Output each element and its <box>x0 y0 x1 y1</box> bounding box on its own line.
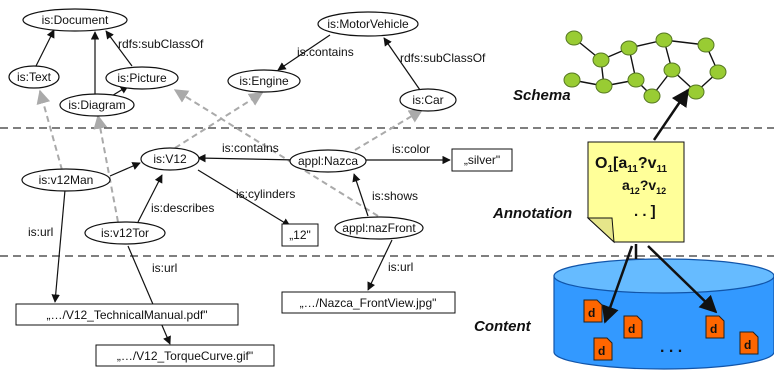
edge-picture-document <box>105 30 133 67</box>
edge-label-cylinders: is:cylinders <box>236 187 295 201</box>
node-document-shape <box>22 8 128 32</box>
svg-text:d: d <box>598 344 605 358</box>
literal-silver-box <box>451 148 513 172</box>
content-documents: d d d d d . . . <box>583 299 759 361</box>
schema-node <box>565 30 583 46</box>
node-engine-shape <box>227 69 301 93</box>
node-picture-shape <box>105 66 179 90</box>
edge-label-shows: is:shows <box>372 189 418 203</box>
schema-node <box>627 72 645 88</box>
node-text-shape <box>8 65 60 89</box>
node-v12: is:V12 <box>153 152 187 166</box>
layer-label-schema: Schema <box>513 87 571 104</box>
literal-torque-box <box>95 344 275 367</box>
edge-label-contains-mid: is:contains <box>222 141 279 155</box>
edge-v12tor-v12 <box>137 174 163 223</box>
node-v12man-shape <box>21 168 111 192</box>
layer-label-content: Content <box>474 318 532 335</box>
literal-manual-box <box>15 303 239 326</box>
node-v12tor: is:v12Tor <box>101 226 149 240</box>
annotation-formula-line2: a12?v12 <box>622 177 666 196</box>
literal-front: „…/Nazca_FrontView.jpg" <box>300 296 437 310</box>
edge-v12man-manual <box>51 189 66 303</box>
instance-of-arrows <box>36 89 424 223</box>
schema-node <box>643 88 661 104</box>
node-v12man: is:v12Man <box>39 173 94 187</box>
literal-twelve: „12" <box>289 228 311 242</box>
node-nazfront-shape <box>334 216 424 240</box>
document-icon: d <box>583 299 603 323</box>
edge-label-url-front: is:url <box>388 260 413 274</box>
schema-node <box>563 72 581 88</box>
svg-text:d: d <box>744 338 751 352</box>
svg-text:d: d <box>588 306 595 320</box>
node-v12-shape <box>140 147 200 171</box>
document-icon: d <box>623 315 643 339</box>
document-icon: d <box>739 331 759 355</box>
edge-annotation-schema <box>652 88 690 141</box>
edge-label-contains-top: is:contains <box>297 45 354 59</box>
node-motorvehicle: is:MotorVehicle <box>327 17 409 31</box>
annotation-note: O1[a11?v11 a12?v12 . . ] <box>586 141 685 244</box>
document-icon: d <box>705 315 725 339</box>
edge-nazfront-front <box>367 239 393 291</box>
schema-node <box>595 78 613 94</box>
edge-label-url-tor: is:url <box>152 261 177 275</box>
edge-car-motorvehicle <box>383 37 421 91</box>
literal-twelve-box <box>281 223 319 247</box>
edge-nazca-v12 <box>197 153 299 163</box>
node-car: is:Car <box>412 93 443 107</box>
schema-node <box>592 52 610 68</box>
edge-label-subclass-motor: rdfs:subClassOf <box>400 51 486 65</box>
schema-node <box>620 40 638 56</box>
schema-node <box>655 32 673 48</box>
edge-annotation-doc-right <box>647 245 718 314</box>
edge-label-subclass-doc: rdfs:subClassOf <box>118 37 204 51</box>
dashed-arrow-v12man-text <box>36 89 63 171</box>
literal-silver: „silver" <box>464 153 500 167</box>
node-nazfront: appl:nazFront <box>342 221 416 235</box>
edge-annotation-doc-left <box>602 245 634 324</box>
schema-node <box>697 37 715 53</box>
svg-text:d: d <box>710 322 717 336</box>
edge-v12man-v12 <box>109 162 141 177</box>
node-document: is:Document <box>42 13 109 27</box>
schema-node <box>663 62 681 78</box>
node-picture: is:Picture <box>117 71 167 85</box>
node-motorvehicle-shape <box>317 11 419 37</box>
dashed-arrow-nazca-car <box>354 109 424 151</box>
schema-node <box>687 84 705 100</box>
annotation-formula-ellipsis: . . ] <box>634 203 656 220</box>
literal-torque: „…/V12_TorqueCurve.gif" <box>117 349 253 363</box>
node-diagram: is:Diagram <box>68 98 125 112</box>
layer-label-annotation: Annotation <box>492 205 572 222</box>
node-car-shape <box>399 88 457 112</box>
schema-graph <box>563 30 727 104</box>
edge-label-color: is:color <box>392 142 430 156</box>
edge-motorvehicle-engine <box>277 34 331 71</box>
schema-node <box>709 64 727 80</box>
literal-front-box <box>281 291 456 314</box>
dashed-arrow-v12tor-diagram <box>93 114 119 223</box>
node-nazca: appl:Nazca <box>298 154 358 168</box>
node-diagram-shape <box>59 93 135 117</box>
literal-manual: „…/V12_TechnicalManual.pdf" <box>46 308 207 322</box>
dashed-arrow-v12-engine <box>174 92 264 149</box>
edge-text-document <box>35 29 55 67</box>
node-v12tor-shape <box>84 221 166 245</box>
edge-nazfront-nazca <box>352 173 369 217</box>
edge-label-describes: is:describes <box>151 201 214 215</box>
edge-label-url-man: is:url <box>28 225 53 239</box>
svg-text:d: d <box>628 322 635 336</box>
node-engine: is:Engine <box>239 74 289 88</box>
edge-v12-twelve <box>197 169 291 227</box>
document-icon: d <box>593 337 613 361</box>
documents-ellipsis: . . . <box>660 339 682 356</box>
edge-v12tor-torque <box>127 245 171 345</box>
node-nazca-shape <box>289 149 367 173</box>
annotation-formula-line1: O1[a11?v11 <box>595 155 668 175</box>
node-text: is:Text <box>17 70 52 84</box>
